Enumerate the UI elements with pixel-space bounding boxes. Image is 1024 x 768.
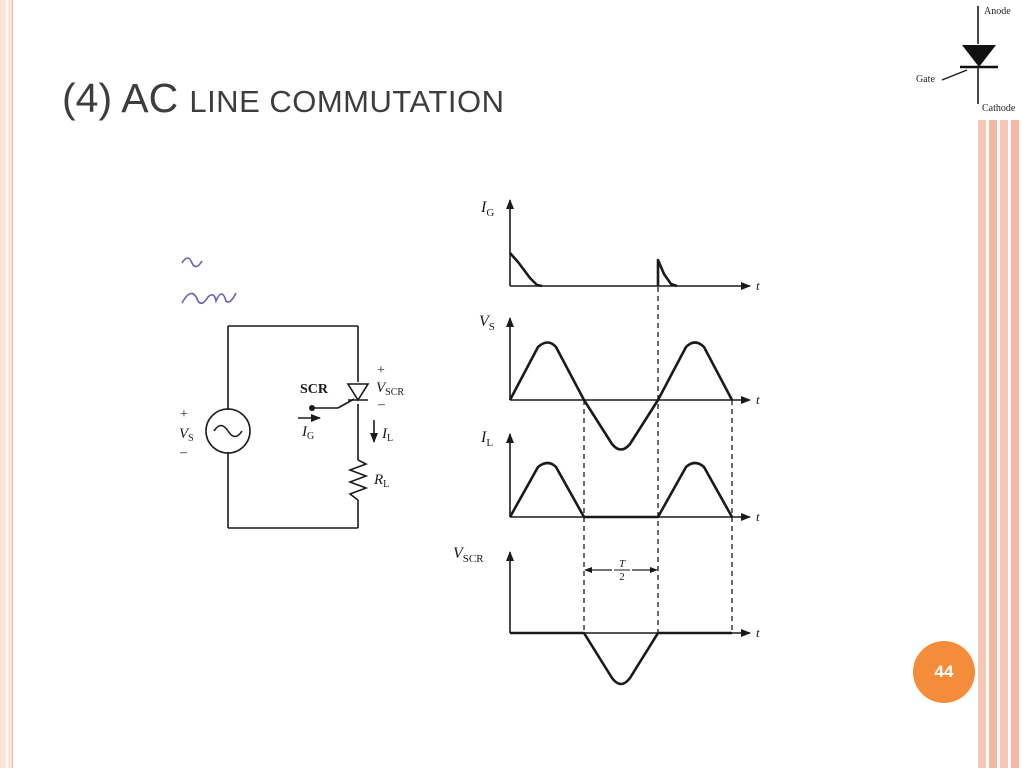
il-label: IL: [381, 426, 393, 444]
period-denominator: 2: [619, 571, 625, 583]
ig-axis-label: IG: [480, 199, 494, 219]
scr-symbol-diagram: Anode Gate Cathode: [916, 6, 1016, 114]
vs-t-label: t: [756, 392, 760, 407]
vs-label: VS: [180, 426, 194, 444]
vs-plus: +: [180, 407, 188, 422]
gate-terminal: [309, 405, 315, 411]
scr-gate-wire: [337, 398, 355, 409]
ig-label: IG: [301, 424, 314, 442]
vs-axis-label: VS: [479, 313, 495, 333]
left-edge-decoration: [0, 0, 13, 768]
title-word: COMMUTATION: [260, 84, 505, 119]
vs-minus: –: [180, 445, 188, 460]
cathode-label: Cathode: [982, 103, 1016, 114]
right-edge-decoration: [978, 120, 1024, 768]
vscr-axis-label: VSCR: [453, 545, 484, 565]
ig-pulse-2: [656, 258, 678, 288]
period-dim-arrow-left: [584, 567, 592, 573]
title-word: LINE: [189, 84, 261, 119]
vs-trace: [508, 341, 734, 451]
scanned-figure: SCR + – VSCR + VS – IG IL RL: [180, 178, 780, 700]
load-resistor: [347, 459, 369, 501]
slide-title: (4) AC LINE COMMUTATION: [62, 72, 504, 128]
gate-lead: [941, 69, 968, 81]
gate-label: Gate: [916, 74, 935, 85]
vscr-t-label: t: [756, 625, 760, 640]
anode-label: Anode: [984, 6, 1011, 17]
vscr-label: VSCR: [376, 380, 404, 398]
il-t-label: t: [756, 509, 760, 524]
vscr-minus: –: [377, 397, 386, 412]
ac-source: [205, 408, 251, 454]
ac-source-sine: [213, 424, 243, 438]
ig-pulse-1: [509, 252, 543, 288]
handwriting-scribble-2: [181, 292, 237, 305]
il-trace: [508, 461, 734, 519]
page-number-badge: 44: [913, 641, 975, 703]
period-numerator: T: [619, 558, 626, 570]
handwriting-scribble-1: [181, 257, 203, 268]
title-lead: (4) AC: [62, 75, 179, 121]
diode-triangle: [962, 45, 996, 67]
figure-svg: SCR + – VSCR + VS – IG IL RL: [180, 199, 760, 686]
scr-triangle: [346, 383, 370, 402]
scr-label: SCR: [300, 382, 329, 397]
period-dim-arrow-right: [650, 567, 658, 573]
dashed-guides: [583, 260, 733, 633]
il-axis-label: IL: [480, 429, 493, 449]
waveform-axes: [506, 199, 751, 637]
vscr-plus: +: [377, 363, 385, 378]
rl-label: RL: [373, 472, 389, 490]
title-rest: LINE COMMUTATION: [189, 84, 504, 119]
waveform-traces: [508, 252, 734, 686]
ig-t-label: t: [756, 278, 760, 293]
circuit-diagram: [205, 325, 378, 529]
vscr-trace: [510, 631, 732, 686]
